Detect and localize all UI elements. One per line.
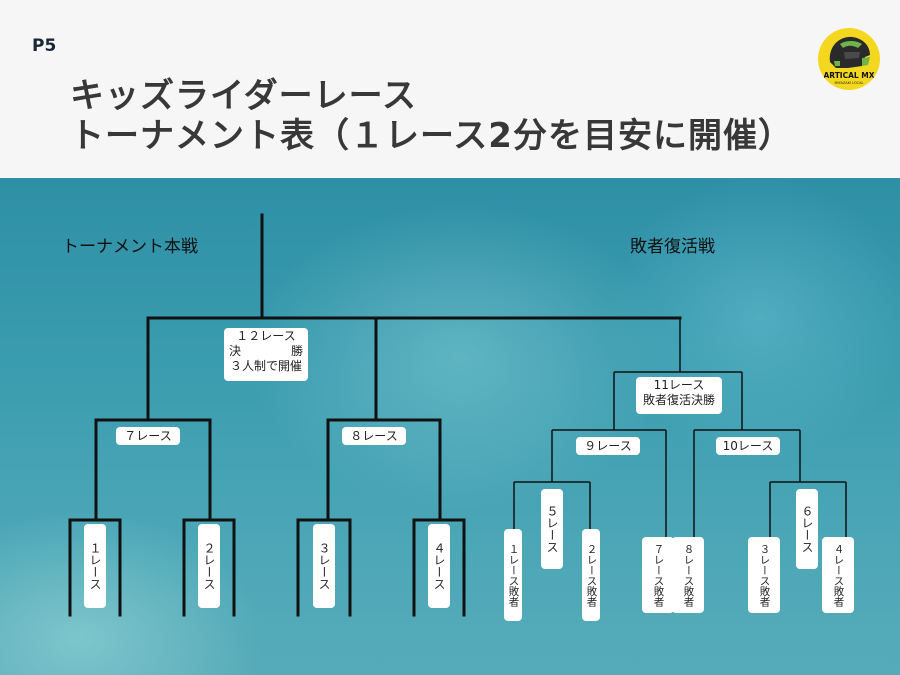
race-11-label: 11レース 敗者復活決勝 <box>636 377 722 414</box>
bracket-line-semi-left <box>94 418 212 522</box>
race-11-title: 敗者復活決勝 <box>642 393 715 407</box>
page-title-line-2: トーナメント表（１レース2分を目安に開催） <box>70 116 793 156</box>
bracket-line-race1 <box>68 518 122 617</box>
race-2-loser-label: ２レース敗者 <box>582 529 600 621</box>
final-race-format: ３人制で開催 <box>229 359 302 373</box>
final-title-right: 勝 <box>290 344 303 358</box>
race-8-label: ８レース <box>342 427 406 445</box>
logo: ARTICAL MX MIYAZAKI LOCAL <box>818 28 880 90</box>
motocross-helmet-icon <box>829 36 870 68</box>
race-5-label: ５レース <box>541 489 563 569</box>
page-number: P5 <box>32 36 57 56</box>
header: P5 キッズライダーレース トーナメント表（１レース2分を目安に開催） ARTI… <box>0 0 900 178</box>
final-race-label: １２レース 決 勝 ３人制で開催 <box>224 328 308 381</box>
logo-subtitle: MIYAZAKI LOCAL <box>834 81 864 85</box>
race-11-number: 11レース <box>653 378 705 392</box>
race-7-label: ７レース <box>116 427 180 445</box>
bracket-line-rep-semi-right <box>693 429 801 545</box>
race-4-loser-label: ４レース敗者 <box>822 537 854 613</box>
page-title-line-1: キッズライダーレース <box>70 76 417 116</box>
race-3-label: ３レース <box>313 524 335 608</box>
race-3-loser-label: ３レース敗者 <box>748 537 780 613</box>
final-race-number: １２レース <box>236 329 296 343</box>
repechage-title: 敗者復活戦 <box>630 237 715 257</box>
final-race-title: 決 勝 <box>229 344 303 359</box>
bracket-line-race4 <box>412 518 466 617</box>
bracket-line-rep-final <box>613 371 743 430</box>
bracket-line-rep-semi-left <box>551 429 667 545</box>
race-7-loser-label: ７レース敗者 <box>642 537 674 613</box>
logo-name: ARTICAL MX <box>823 71 875 80</box>
race-8-loser-label: ８レース敗者 <box>672 537 704 613</box>
main-tournament-title: トーナメント本戦 <box>62 237 198 257</box>
race-1-loser-label: １レース敗者 <box>504 529 522 621</box>
bracket-line-race5 <box>513 481 591 535</box>
bracket-line-race3 <box>296 518 352 617</box>
race-9-label: ９レース <box>576 437 640 455</box>
bracket-line-race2 <box>182 518 236 617</box>
race-4-label: ４レース <box>428 524 450 608</box>
bracket-line-final <box>146 316 378 422</box>
bracket-line-race6 <box>769 481 847 540</box>
race-10-label: 10レース <box>716 437 780 455</box>
final-title-left: 決 <box>229 344 242 358</box>
bracket-line-semi-right <box>326 418 442 522</box>
race-6-label: ６レース <box>796 489 818 569</box>
race-2-label: ２レース <box>198 524 220 608</box>
race-1-label: １レース <box>84 524 106 608</box>
